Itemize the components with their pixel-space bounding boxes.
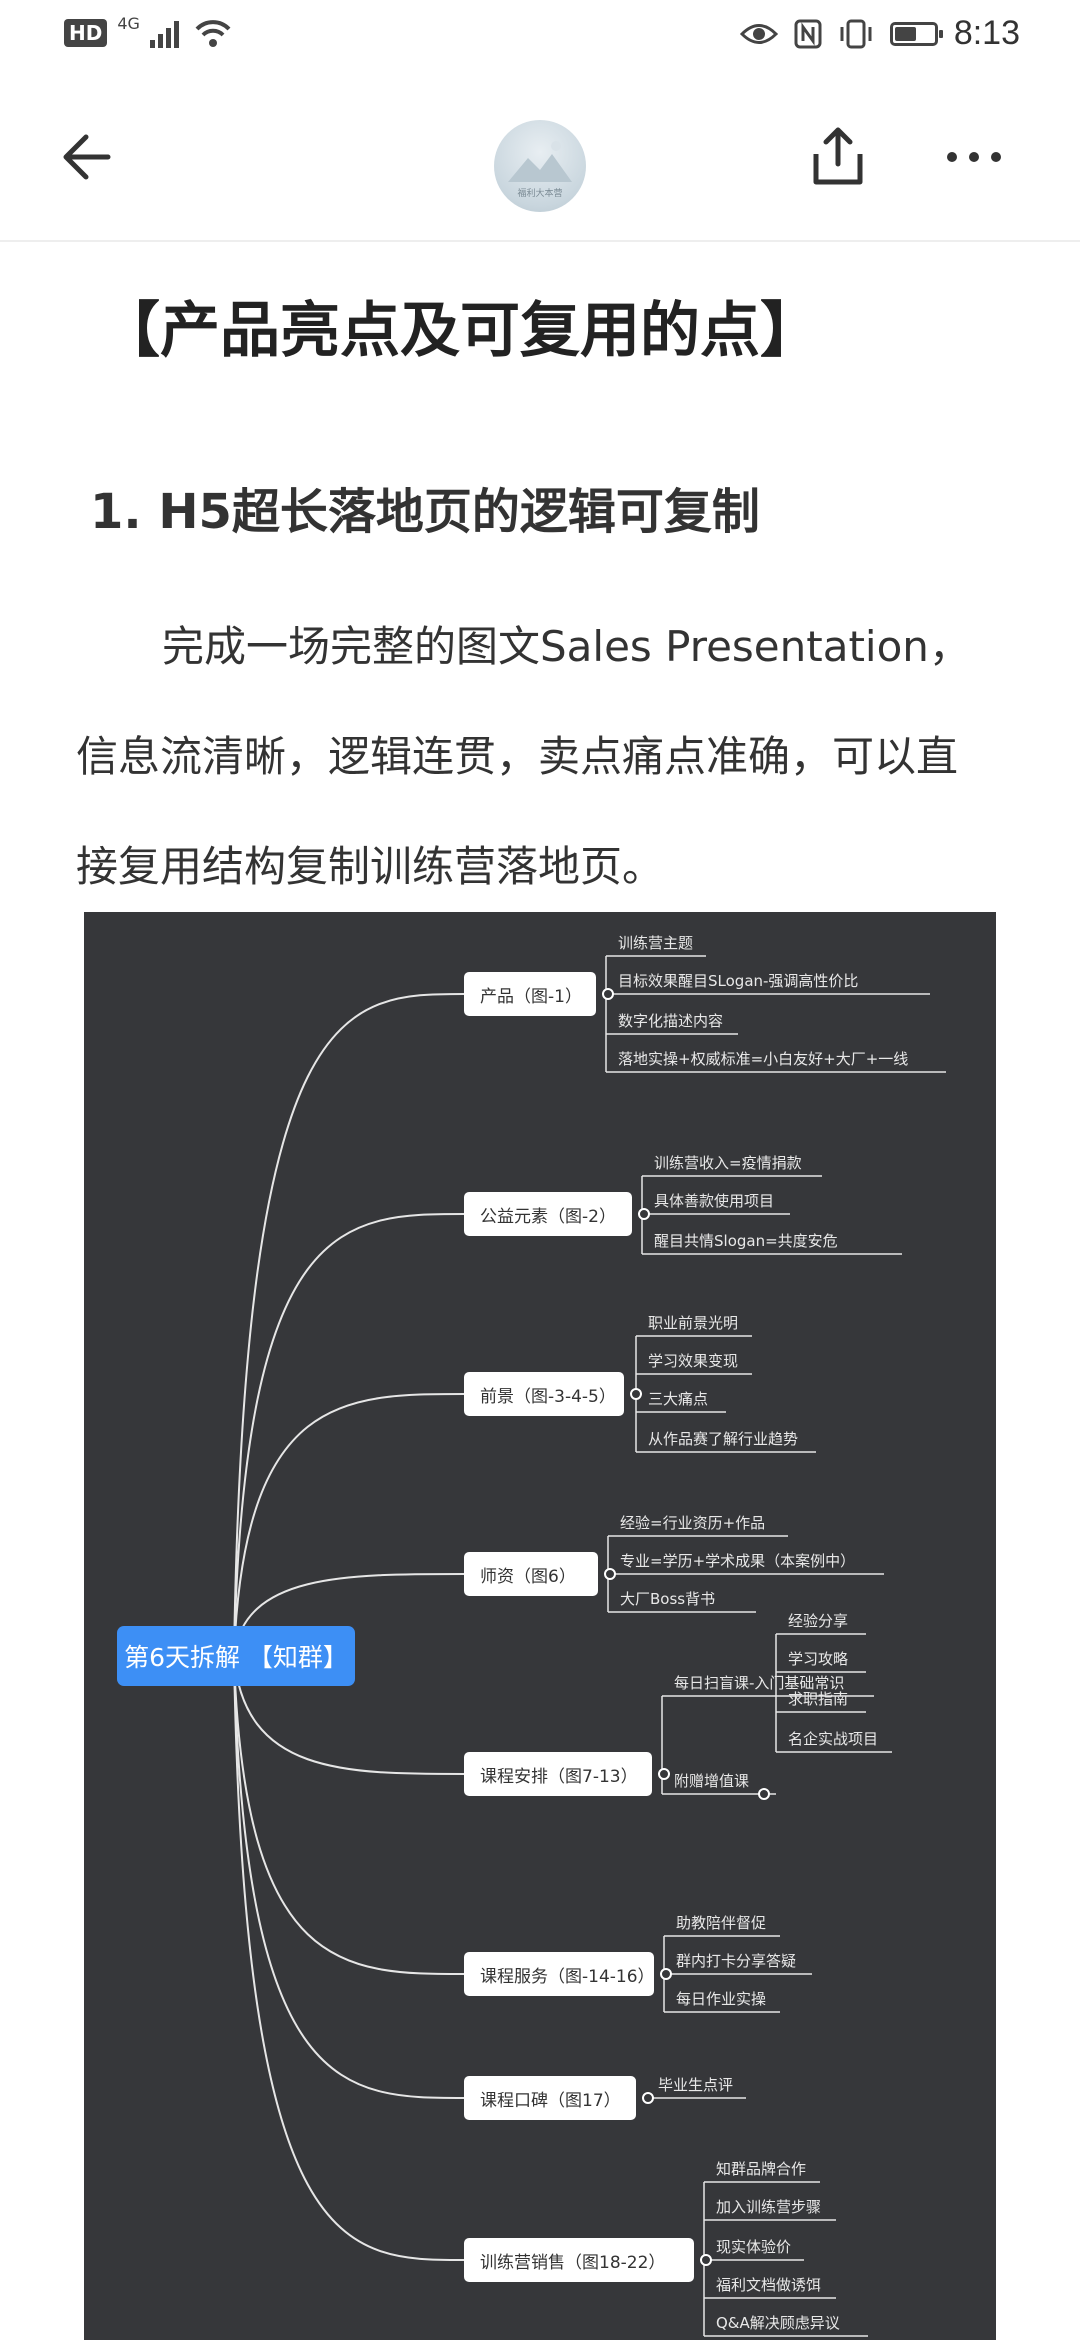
battery-icon [890, 22, 938, 46]
mindmap-leaf: 专业=学历+学术成果（本案例中） [620, 1550, 855, 1571]
mindmap-leaf: 数字化描述内容 [618, 1010, 723, 1031]
connector-line [234, 1656, 464, 2098]
network-label: 4G [117, 14, 140, 33]
mindmap-leaf: 训练营收入=疫情捐款 [654, 1152, 802, 1173]
connector-dot [638, 1208, 650, 1220]
connector-dot [604, 1568, 616, 1580]
mindmap-leaf: 具体善款使用项目 [654, 1190, 774, 1211]
mindmap-leaf: 训练营主题 [618, 932, 693, 953]
article-paragraph: 完成一场完整的图文Sales Presentation， 信息流清晰，逻辑连贯，… [76, 592, 1016, 922]
mindmap-branch-node: 公益元素（图-2） [464, 1192, 632, 1236]
mindmap-leaf: 职业前景光明 [648, 1312, 738, 1333]
nfc-icon [794, 19, 822, 49]
top-nav-bar: 福利大本营 [0, 72, 1080, 242]
hd-badge: HD [64, 19, 107, 47]
mindmap-leaf: 每日作业实操 [676, 1988, 766, 2009]
mindmap-leaf: 经验分享 [788, 1610, 848, 1631]
battery-level [895, 27, 916, 41]
vibrate-icon [838, 19, 874, 49]
wifi-icon [194, 18, 232, 48]
mindmap-leaf: 名企实战项目 [788, 1728, 878, 1749]
mindmap-leaf: 群内打卡分享答疑 [676, 1950, 796, 1971]
connector-dot [758, 1788, 770, 1800]
connector-dot [630, 1388, 642, 1400]
mindmap-leaf: 三大痛点 [648, 1388, 708, 1409]
mindmap-branch-node: 课程安排（图7-13） [464, 1752, 652, 1796]
mindmap-leaf: 落地实操+权威标准=小白友好+大厂+一线 [618, 1048, 908, 1069]
mindmap-leaf: 学习效果变现 [648, 1350, 738, 1371]
mindmap-image[interactable]: 第6天拆解 【知群】 产品（图-1） 训练营主题目标效果醒目SLogan-强调高性… [84, 912, 996, 2340]
paragraph-line: 完成一场完整的图文Sales Presentation， [76, 592, 1016, 702]
more-icon[interactable] [944, 142, 1004, 172]
mindmap-branch-node: 课程口碑（图17） [464, 2076, 636, 2120]
mindmap-branch-node: 课程服务（图-14-16） [464, 1952, 654, 1996]
connector-dot [660, 1968, 672, 1980]
mindmap-leaf: 经验=行业资历+作品 [620, 1512, 765, 1533]
mindmap-leaf: 现实体验价 [716, 2236, 791, 2257]
clock: 8:13 [954, 14, 1020, 53]
mindmap-leaf: 加入训练营步骤 [716, 2196, 821, 2217]
signal-icon [150, 18, 184, 48]
mindmap-leaf: 求职指南 [788, 1688, 848, 1709]
mindmap-leaf: 福利文档做诱饵 [716, 2274, 821, 2295]
mindmap-leaf: 知群品牌合作 [716, 2158, 806, 2179]
back-arrow-icon[interactable] [56, 127, 116, 187]
section-heading: 1. H5超长落地页的逻辑可复制 [90, 472, 760, 542]
mindmap-leaf: 醒目共情Slogan=共度安危 [654, 1230, 838, 1251]
avatar-text: 福利大本营 [494, 186, 586, 199]
connector-line [234, 1394, 464, 1656]
mindmap-leaf: 助教陪伴督促 [676, 1912, 766, 1933]
paragraph-line: 信息流清晰，逻辑连贯，卖点痛点准确，可以直 [76, 702, 1016, 812]
mindmap-leaf: 大厂Boss背书 [620, 1588, 715, 1609]
connector-line [234, 1656, 464, 1974]
connector-dot [642, 2092, 654, 2104]
connector-dot [602, 988, 614, 1000]
status-right: 8:13 [740, 14, 1020, 53]
mindmap-leaf: Q&A解决顾虑异议 [716, 2312, 840, 2333]
status-bar: HD 4G 8:13 [0, 0, 1080, 72]
account-avatar[interactable]: 福利大本营 [494, 120, 586, 212]
mindmap-branch-node: 产品（图-1） [464, 972, 596, 1016]
mindmap-root-node: 第6天拆解 【知群】 [117, 1626, 355, 1686]
share-icon[interactable] [806, 124, 870, 188]
mindmap-branch-node: 训练营销售（图18-22） [464, 2238, 694, 2282]
mindmap-leaf: 附赠增值课 [674, 1770, 749, 1791]
eye-icon [740, 21, 778, 47]
mindmap-branch-node: 前景（图-3-4-5） [464, 1372, 624, 1416]
status-left: HD 4G [64, 18, 232, 48]
mindmap-leaf: 从作品赛了解行业趋势 [648, 1428, 798, 1449]
connector-dot [700, 2254, 712, 2266]
paragraph-line: 接复用结构复制训练营落地页。 [76, 812, 1016, 922]
mindmap-leaf: 目标效果醒目SLogan-强调高性价比 [618, 970, 858, 991]
connector-line [234, 1214, 464, 1656]
article-title: 【产品亮点及可复用的点】 [100, 282, 820, 369]
connector-line [234, 994, 464, 1656]
mindmap-branch-node: 师资（图6） [464, 1552, 598, 1596]
mindmap-leaf: 学习攻略 [788, 1648, 848, 1669]
connector-dot [658, 1768, 670, 1780]
mindmap-leaf: 毕业生点评 [658, 2074, 733, 2095]
